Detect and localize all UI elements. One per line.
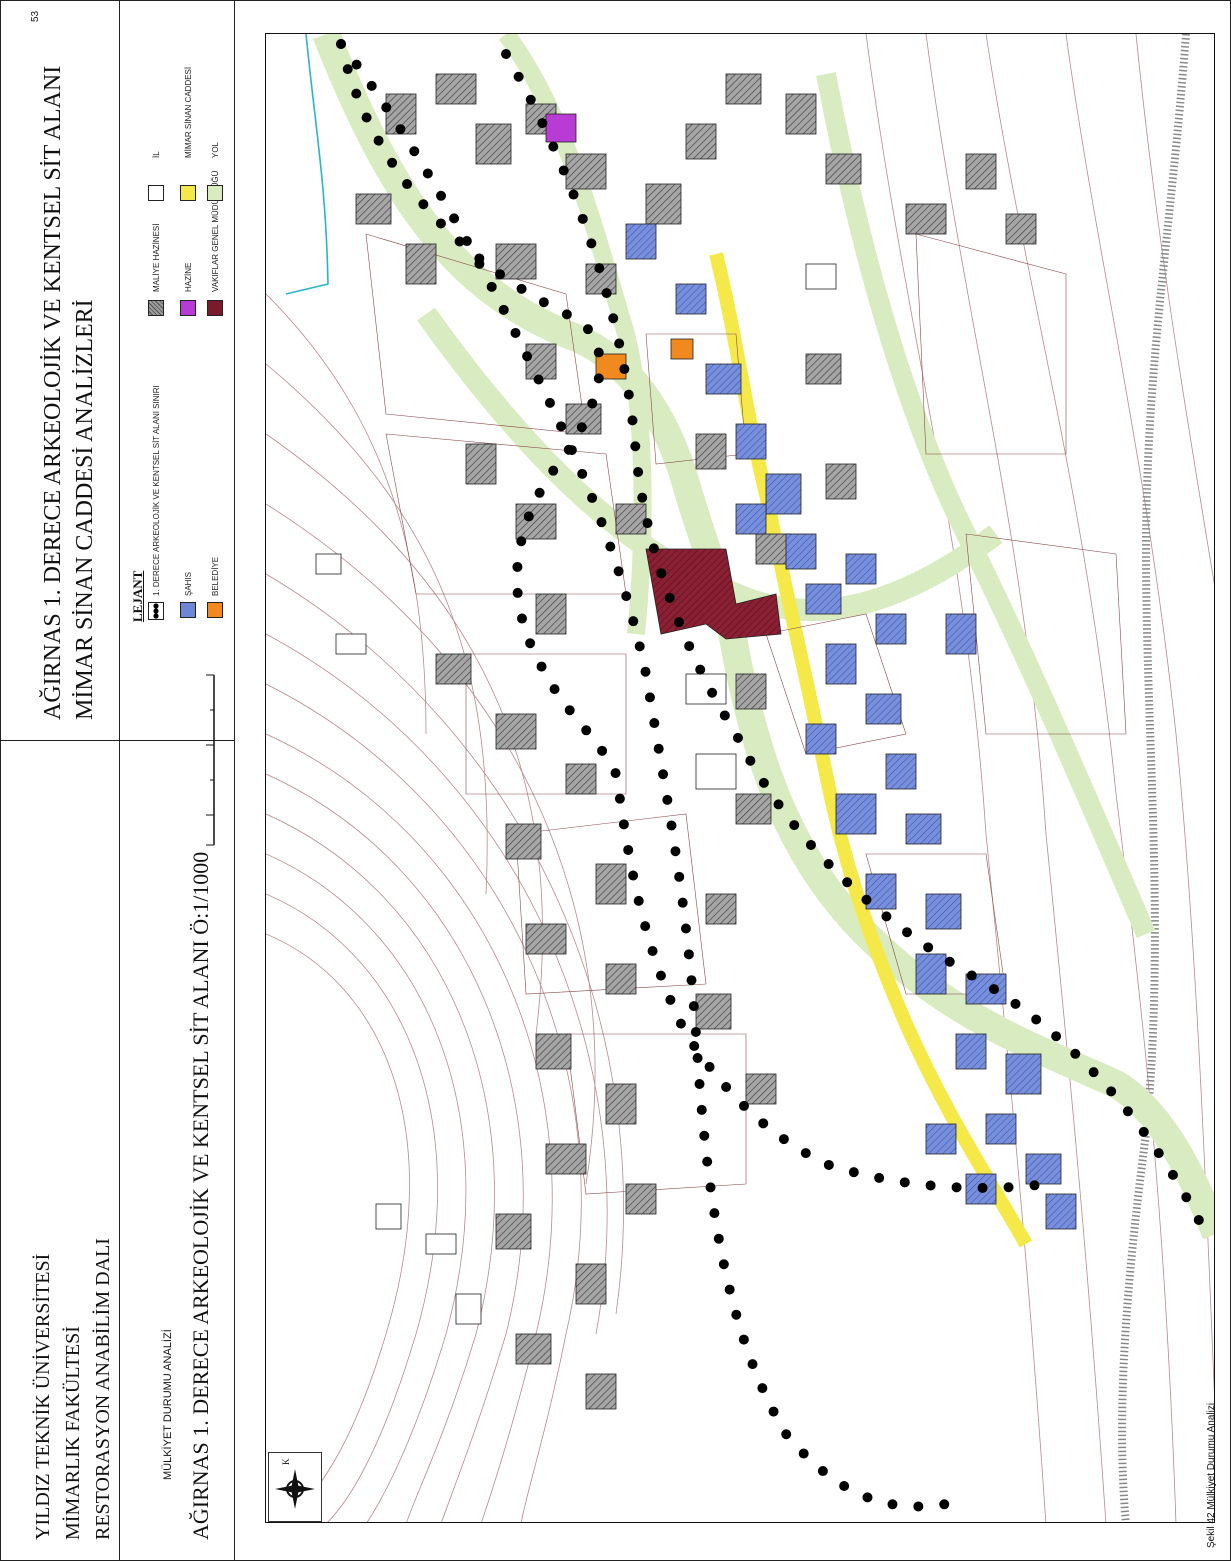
project-line1: AĞIRNAS 1. DERECE ARKEOLOJİK VE KENTSEL … xyxy=(40,65,66,720)
box-icon xyxy=(148,185,164,201)
legend-label-il: İL xyxy=(152,151,161,158)
university-line1: YILDIZ TEKNİK ÜNİVERSİTESİ xyxy=(32,1253,54,1540)
stream xyxy=(285,34,329,295)
figure-caption: Şekil 42 Mülkiyet Durumu Analizi xyxy=(1206,1402,1217,1548)
grey-buildings xyxy=(355,73,1037,1410)
purple-building xyxy=(545,113,577,143)
hatch-icon xyxy=(180,185,196,201)
sit-boundary-outer xyxy=(336,39,951,1512)
contour-lines xyxy=(266,34,1214,1522)
legend-label-hazine: HAZİNE xyxy=(184,262,193,292)
title-divider-lower xyxy=(0,0,120,1561)
hatch-icon xyxy=(207,300,223,316)
sit-boundary xyxy=(336,39,1051,1193)
analysis-title: MÜLKİYET DURUMU ANALİZİ xyxy=(162,1329,174,1480)
legend-label-mimar-sinan: MİMAR SİNAN CADDESİ xyxy=(184,66,193,158)
legend-label-sit-boundary: 1. DERECE ARKEOLOJİK VE KENTSEL SİT ALAN… xyxy=(152,385,161,596)
page-number: 53 xyxy=(30,10,41,22)
hatch-icon xyxy=(180,602,196,618)
sit-boundary-far xyxy=(501,49,1211,1239)
blue-buildings xyxy=(625,223,1077,1230)
legend-heading: LEJANT xyxy=(130,570,145,622)
legend-label-yol: YOL xyxy=(211,141,220,158)
legend-label-sahis: ŞAHIS xyxy=(184,571,193,596)
legend-label-belediye: BELEDİYE xyxy=(211,556,220,596)
title-divider-h xyxy=(0,740,120,741)
scale-bar xyxy=(206,674,215,846)
legend-label-maliye: MALİYE HAZİNESİ xyxy=(152,223,161,292)
dots-icon xyxy=(148,602,164,620)
university-line2: MİMARLIK FAKÜLTESİ xyxy=(62,1326,84,1540)
project-line2: MİMAR SİNAN CADDESİ ANALİZLERİ xyxy=(72,299,98,720)
compass-icon xyxy=(275,1469,315,1509)
title-divider-h2 xyxy=(120,740,235,741)
white-buildings xyxy=(315,263,837,1325)
university-line3: RESTORASYON ANABİLİM DALI xyxy=(92,1238,114,1540)
map-title: AĞIRNAS 1. DERECE ARKEOLOJİK VE KENTSEL … xyxy=(188,851,213,1540)
north-arrow: K xyxy=(268,1452,322,1522)
site-map-svg xyxy=(266,34,1214,1522)
hatch-icon xyxy=(207,185,223,201)
hatch-icon xyxy=(207,602,223,618)
site-map[interactable]: K xyxy=(265,33,1215,1523)
hatch-icon xyxy=(148,300,164,316)
orange-building-2 xyxy=(670,338,694,360)
hatch-icon xyxy=(180,300,196,316)
river xyxy=(1118,34,1190,1522)
north-label: K xyxy=(281,1458,291,1466)
maroon-buildings xyxy=(645,548,782,640)
